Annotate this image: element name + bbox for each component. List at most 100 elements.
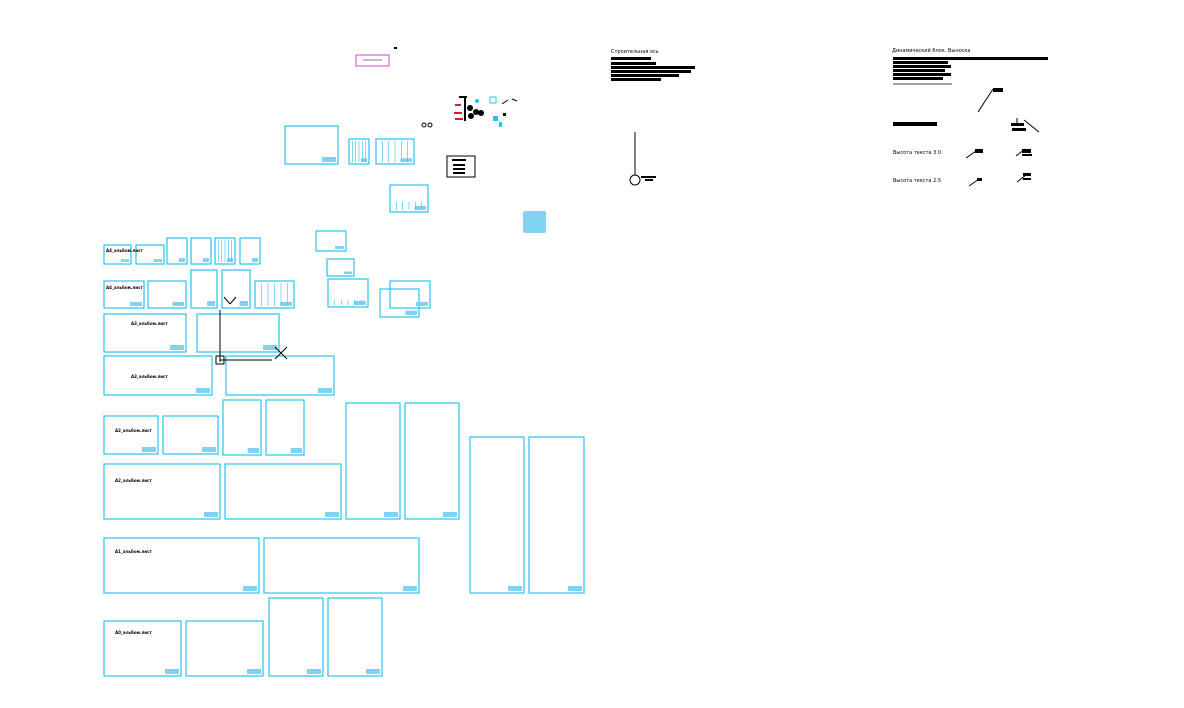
title-block-stamp xyxy=(172,301,184,306)
sheet-frame[interactable] xyxy=(162,415,219,455)
title-block-stamp xyxy=(384,512,398,517)
sheet-frame[interactable] xyxy=(348,138,370,165)
sheet-frame[interactable] xyxy=(239,237,261,265)
sheet-frame[interactable] xyxy=(222,399,262,456)
text-height-30-label: Высота текста 3.0 xyxy=(893,150,942,156)
title-block-stamp xyxy=(196,388,210,393)
title-block-stamp xyxy=(202,447,216,452)
axis-tool-palette[interactable] xyxy=(611,57,695,186)
sheet-frame[interactable] xyxy=(196,313,280,353)
title-block-stamp xyxy=(179,258,185,262)
sheet-frame[interactable] xyxy=(185,620,264,677)
title-block-stamp xyxy=(204,512,218,517)
sheet-frame[interactable] xyxy=(103,244,132,265)
sheet-frame[interactable] xyxy=(103,355,213,396)
sheet-frame[interactable] xyxy=(135,244,165,265)
title-block-stamp xyxy=(405,310,417,315)
title-block-stamp xyxy=(354,300,366,305)
sheet-frame[interactable] xyxy=(147,280,187,309)
sheet-frame[interactable] xyxy=(103,463,221,520)
sheet-frame[interactable] xyxy=(268,597,324,677)
title-block-stamp xyxy=(130,301,142,306)
title-block-stamp xyxy=(263,345,277,350)
title-block-stamp xyxy=(280,301,292,306)
title-block-stamp xyxy=(335,246,344,249)
title-block-stamp xyxy=(443,512,457,517)
title-block-stamp xyxy=(207,301,215,306)
sheet-label: А4_альбом.лист xyxy=(106,248,143,253)
title-block-stamp xyxy=(247,448,259,453)
sheet-frames-group xyxy=(103,125,585,677)
title-block-stamp xyxy=(142,447,156,452)
title-block-stamp xyxy=(252,258,258,262)
sheet-frame[interactable] xyxy=(263,537,420,594)
sheet-frame[interactable] xyxy=(103,313,187,353)
leader-line-1 xyxy=(977,88,994,113)
text-height-25-label: Высота текста 2.5 xyxy=(893,178,942,184)
title-block-stamp xyxy=(403,586,417,591)
sheet-label: А1_альбом.лист xyxy=(115,549,152,554)
sheet-frame[interactable] xyxy=(190,269,218,309)
title-block-stamp xyxy=(361,158,367,162)
sheet-frame[interactable] xyxy=(389,184,429,213)
sheet-frame[interactable] xyxy=(345,402,401,520)
title-block-stamp xyxy=(227,258,233,262)
sheet-frame[interactable] xyxy=(190,237,212,265)
title-block-stamp xyxy=(568,586,582,591)
sheet-label: А2_альбом.лист xyxy=(115,428,152,433)
sheet-frame[interactable] xyxy=(224,463,342,520)
sheet-frame[interactable] xyxy=(404,402,460,520)
title-block-stamp xyxy=(307,669,321,674)
title-block-stamp xyxy=(120,259,129,262)
title-block-stamp xyxy=(290,448,302,453)
sheet-frame[interactable] xyxy=(221,269,251,309)
sheet-frame[interactable] xyxy=(103,620,182,677)
title-block-stamp xyxy=(366,669,380,674)
sheet-frame[interactable] xyxy=(327,597,383,677)
title-block-stamp xyxy=(400,158,412,162)
sheet-label: А0_альбом.лист xyxy=(115,630,152,635)
title-block-stamp xyxy=(153,259,162,262)
sheet-frame[interactable] xyxy=(326,258,355,277)
title-block-stamp xyxy=(243,586,257,591)
title-block-stamp xyxy=(247,669,261,674)
stamp-block[interactable] xyxy=(446,155,476,178)
magenta-block[interactable] xyxy=(355,54,390,67)
sheet-frame[interactable] xyxy=(375,138,415,165)
title-block-stamp xyxy=(416,301,428,306)
leader-palette-title: Динамический блок. Выноска xyxy=(892,48,971,54)
sheet-frame[interactable] xyxy=(265,399,305,456)
title-block-stamp xyxy=(318,388,332,393)
sheet-frame[interactable] xyxy=(103,537,260,594)
sheet-frame[interactable] xyxy=(225,355,335,396)
filled-hatch-region[interactable] xyxy=(523,211,546,233)
title-block-stamp xyxy=(322,157,336,162)
axis-bubble-icon[interactable] xyxy=(629,174,641,186)
title-block-stamp xyxy=(170,345,184,350)
sheet-frame[interactable] xyxy=(469,436,525,594)
sheet-label: А3_альбом.лист xyxy=(131,321,168,326)
sheet-frame[interactable] xyxy=(166,237,188,265)
leader-tool-palette[interactable] xyxy=(893,57,1048,187)
title-block-stamp xyxy=(343,271,352,274)
sheet-frame[interactable] xyxy=(214,237,236,265)
sheet-frame[interactable] xyxy=(315,230,347,252)
symbol-block-cluster[interactable] xyxy=(421,96,518,128)
title-block-stamp xyxy=(414,205,426,210)
title-block-stamp xyxy=(203,258,209,262)
sheet-label: А4_альбом.лист xyxy=(106,285,143,290)
sheet-frame[interactable] xyxy=(389,280,431,309)
sheet-label: А2_альбом.лист xyxy=(115,478,152,483)
sheet-frame[interactable] xyxy=(103,280,145,309)
sheet-label: А3_альбом.лист xyxy=(131,374,168,379)
sheet-frame[interactable] xyxy=(327,278,369,308)
title-block-stamp xyxy=(325,512,339,517)
title-block-stamp xyxy=(165,669,179,674)
sheet-frame[interactable] xyxy=(284,125,339,165)
axis-palette-title: Строительная ось xyxy=(611,49,659,55)
sheet-frame[interactable] xyxy=(103,415,159,455)
sheet-frame[interactable] xyxy=(528,436,585,594)
crosshair-cursor xyxy=(215,296,288,365)
sheet-frame[interactable] xyxy=(254,280,295,309)
